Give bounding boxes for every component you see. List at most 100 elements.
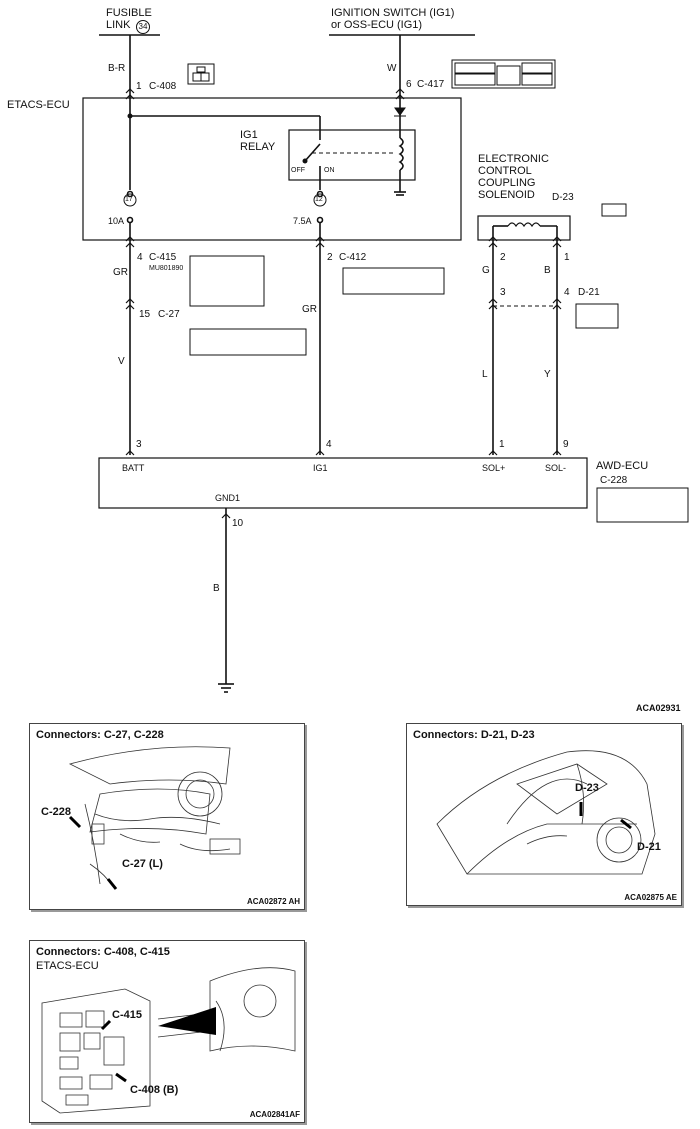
arrow-d21 bbox=[620, 818, 632, 830]
pin-chevron bbox=[552, 298, 562, 304]
d21-connector-face bbox=[575, 303, 619, 329]
fuse17-bottom bbox=[126, 216, 134, 224]
relay-coil bbox=[398, 137, 404, 171]
pin-chevron bbox=[488, 298, 498, 304]
solenoid-box bbox=[477, 215, 571, 241]
c408-latch bbox=[196, 66, 206, 73]
arrow-c408 bbox=[115, 1072, 127, 1083]
solenoid-label-3: COUPLING bbox=[478, 177, 536, 189]
oss-ecu-label: or OSS-ECU (IG1) bbox=[331, 19, 423, 31]
c415-label: C-415 bbox=[149, 252, 177, 263]
pin-chevron bbox=[552, 304, 562, 310]
c27-label: C-27 bbox=[158, 309, 180, 320]
arrow-c228 bbox=[68, 815, 82, 829]
fuse12-number: 12 bbox=[315, 196, 323, 203]
dashboard-harness-sketch bbox=[68, 746, 241, 890]
d21-pin-left: 3 bbox=[500, 287, 506, 298]
pin-chevron bbox=[488, 236, 498, 242]
wire-label-gr-left: GR bbox=[113, 267, 128, 278]
connector-location-panel-d21-d23: Connectors: D-21, D-23 D-23 D-21 ACA0287… bbox=[406, 723, 682, 906]
c228-connector-face bbox=[596, 487, 689, 523]
gnd-pin: 10 bbox=[232, 518, 244, 529]
callout-c408: C-408 (B) bbox=[130, 1084, 179, 1096]
pin-chevron bbox=[125, 450, 135, 456]
diode-icon bbox=[394, 107, 406, 116]
etacs-label: ETACS-ECU bbox=[7, 99, 70, 111]
relay-on-label: ON bbox=[324, 167, 335, 174]
fusible-link-label-2: LINK bbox=[106, 19, 131, 31]
connector-location-panel-c408-c415: Connectors: C-408, C-415 ETACS-ECU C-415… bbox=[29, 940, 305, 1123]
ignition-switch-label: IGNITION SWITCH (IG1) bbox=[331, 7, 455, 19]
solp-label: SOL+ bbox=[482, 463, 506, 473]
c417-label: C-417 bbox=[417, 79, 445, 90]
ig1-label: IG1 bbox=[313, 463, 328, 473]
fuse12-marker bbox=[313, 193, 327, 207]
car-body-harness-sketch bbox=[436, 750, 656, 875]
pin-chevron bbox=[221, 513, 231, 519]
wire-label-g: G bbox=[482, 265, 490, 276]
diagram-code: ACA02931 bbox=[636, 703, 681, 713]
awd-ecu-label: AWD-ECU bbox=[596, 460, 649, 472]
etacs-ecu-sketch bbox=[41, 967, 296, 1114]
junction-dot bbox=[127, 113, 133, 119]
fuse17-number: 17 bbox=[125, 196, 133, 203]
pin-chevron bbox=[395, 94, 405, 100]
callout-d23: D-23 bbox=[575, 782, 599, 794]
callout-c228: C-228 bbox=[41, 806, 71, 818]
pin-chevron bbox=[125, 242, 135, 248]
panel-title: Connectors: D-21, D-23 bbox=[413, 729, 535, 741]
panel-code: ACA02875 AE bbox=[624, 893, 677, 902]
d23-label: D-23 bbox=[552, 192, 574, 203]
pin-chevron bbox=[552, 242, 562, 248]
batt-pin: 3 bbox=[136, 439, 142, 450]
arrow-c27 bbox=[106, 878, 118, 890]
ig1-relay-box bbox=[288, 129, 416, 181]
c412-label: C-412 bbox=[339, 252, 367, 263]
connector-location-panel-c27-c228: Connectors: C-27, C-228 C-228 C-27 (L) A… bbox=[29, 723, 305, 910]
pin-chevron bbox=[125, 304, 135, 310]
pin-chevron bbox=[125, 236, 135, 242]
zoom-wedge bbox=[158, 1007, 216, 1035]
solenoid-coil bbox=[507, 222, 541, 228]
c417-row1-left bbox=[454, 62, 496, 74]
c417-center bbox=[496, 65, 521, 86]
c415-pin-label: 4 bbox=[137, 252, 143, 263]
solenoid-pin-right: 1 bbox=[564, 252, 570, 263]
relay-off-label: OFF bbox=[291, 167, 305, 174]
soln-pin: 9 bbox=[563, 439, 569, 450]
relay-off-contact bbox=[302, 158, 308, 164]
pin-chevron bbox=[488, 450, 498, 456]
c415-connector-face bbox=[189, 255, 265, 307]
c412-connector-face bbox=[342, 267, 445, 295]
solenoid-label-1: ELECTRONIC bbox=[478, 153, 549, 165]
callout-d21: D-21 bbox=[637, 841, 661, 853]
batt-label: BATT bbox=[122, 463, 145, 473]
wire-label-l: L bbox=[482, 369, 488, 380]
solenoid-label-4: SOLENOID bbox=[478, 189, 535, 201]
c27-connector-face bbox=[189, 328, 307, 356]
callout-c415: C-415 bbox=[112, 1009, 142, 1021]
d21-label: D-21 bbox=[578, 287, 600, 298]
panel-subtitle: ETACS-ECU bbox=[36, 960, 99, 972]
arrow-c415 bbox=[100, 1019, 112, 1031]
pin-chevron bbox=[395, 88, 405, 94]
wire-label-v: V bbox=[118, 356, 125, 367]
pin-chevron bbox=[488, 242, 498, 248]
c228-label: C-228 bbox=[600, 475, 628, 486]
pin-chevron bbox=[315, 236, 325, 242]
wire-label-b-gnd: B bbox=[213, 583, 220, 594]
fuse17-rating: 10A bbox=[108, 216, 125, 226]
relay-label-2: RELAY bbox=[240, 141, 276, 153]
etacs-ecu-box bbox=[82, 97, 462, 241]
wiring-diagram bbox=[82, 34, 689, 693]
c27-pin-label: 15 bbox=[139, 309, 151, 320]
solp-pin: 1 bbox=[499, 439, 505, 450]
solenoid-label-2: CONTROL bbox=[478, 165, 532, 177]
soln-label: SOL- bbox=[545, 463, 567, 473]
fuse12-rating: 7.5A bbox=[293, 216, 312, 226]
wire-label-w: W bbox=[387, 63, 397, 74]
c417-row2-left bbox=[454, 73, 496, 86]
wire-label-y: Y bbox=[544, 369, 551, 380]
d23-connector-face bbox=[601, 203, 627, 217]
panel-code: ACA02872 AH bbox=[246, 897, 300, 906]
